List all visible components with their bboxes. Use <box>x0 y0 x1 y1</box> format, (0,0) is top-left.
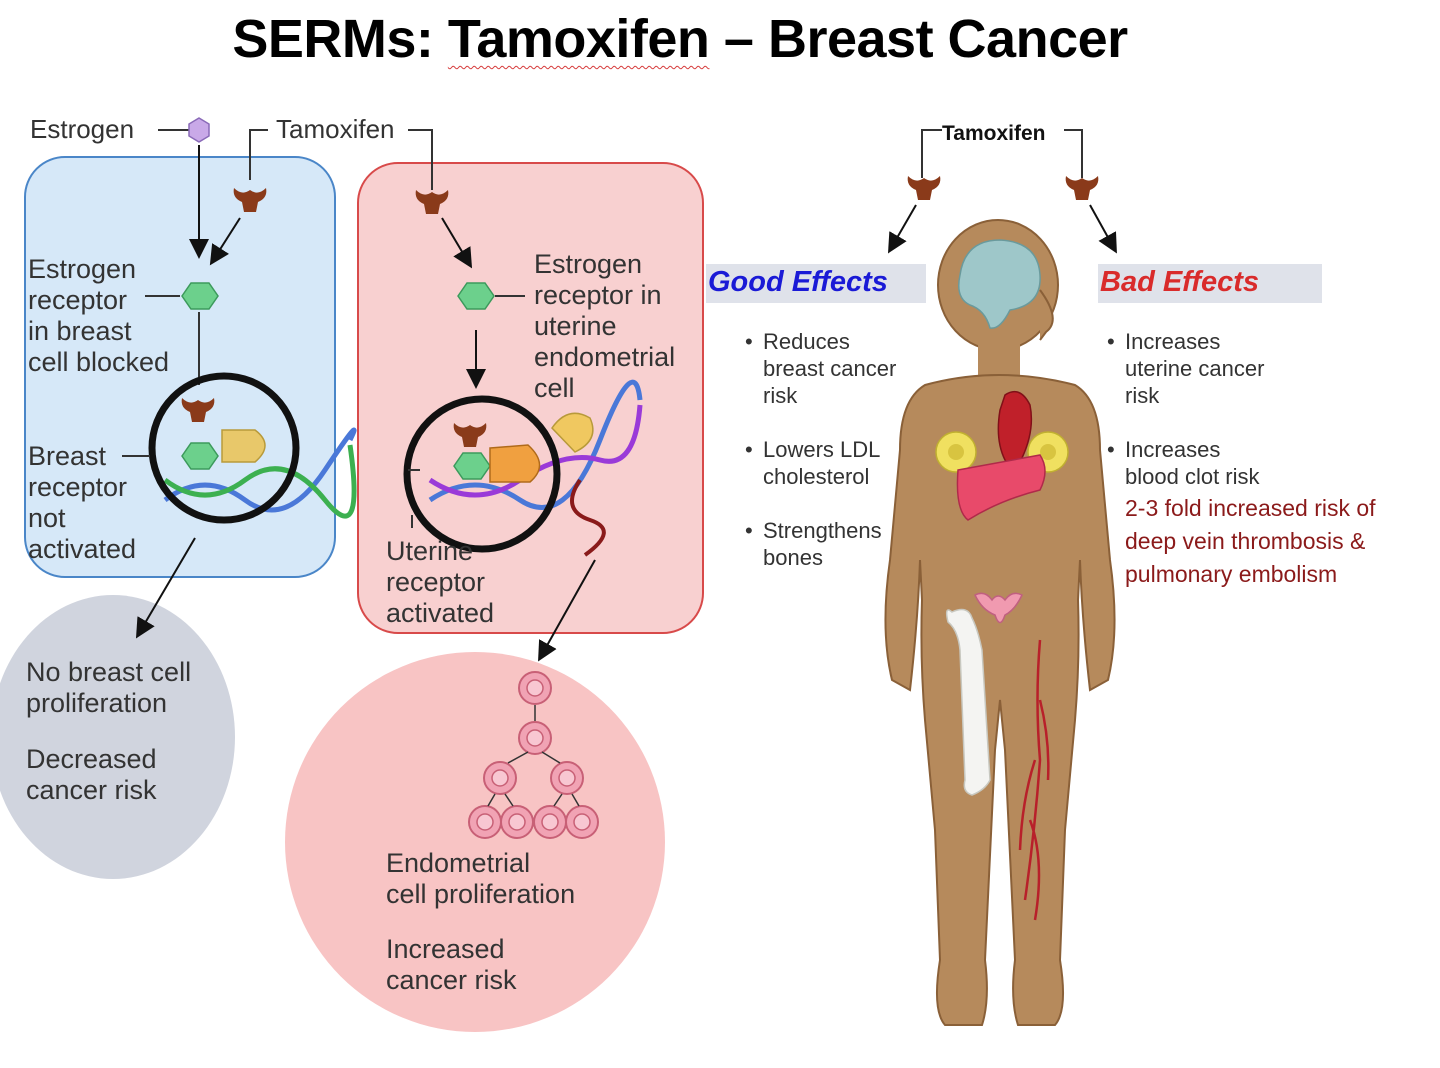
breast-risk-label: Decreased cancer risk <box>26 744 157 805</box>
body-tamoxifen-label: Tamoxifen <box>942 122 1046 145</box>
uterine-risk-label: Increased cancer risk <box>386 934 517 995</box>
tamoxifen-legend-label: Tamoxifen <box>276 114 395 144</box>
uterine-cell-box <box>357 162 704 634</box>
bad-effects-list: Increases uterine cancer risk Increases … <box>1107 328 1367 490</box>
good-effects-list: Reduces breast cancer risk Lowers LDL ch… <box>745 328 935 598</box>
human-body-figure <box>884 219 1116 1026</box>
breast-outcome-circle <box>0 595 235 879</box>
breast-receptor-icon <box>181 282 219 310</box>
proliferating-cells <box>468 671 599 839</box>
breast-focus-circle <box>148 372 300 524</box>
page-title: SERMs: Tamoxifen – Breast Cancer <box>232 9 1128 69</box>
uterine-receptor-label: Estrogen receptor in uterine endometrial… <box>534 249 676 403</box>
breast-state-label: Breast receptor not activated <box>28 441 137 564</box>
uterine-outcome-circle <box>285 652 665 1032</box>
uterine-state-label: Uterine receptor activated <box>386 536 495 628</box>
uterine-receptor-icon <box>457 282 495 310</box>
breast-outcome-label: No breast cell proliferation <box>26 657 192 718</box>
good-effect-item: Lowers LDL cholesterol <box>745 436 935 490</box>
uterine-focus-circle <box>403 395 561 553</box>
bad-effect-item: Increases uterine cancer risk <box>1107 328 1367 409</box>
estrogen-icon <box>188 117 210 143</box>
good-effect-item: Reduces breast cancer risk <box>745 328 935 409</box>
good-effect-item: Strengthens bones <box>745 517 935 571</box>
breast-receptor-label: Estrogen receptor in breast cell blocked <box>28 254 170 377</box>
uterine-outcome-label: Endometrial cell proliferation <box>386 848 576 909</box>
bad-effects-heading: Bad Effects <box>1098 264 1322 303</box>
blood-clot-note: 2-3 fold increased risk of deep vein thr… <box>1125 495 1376 587</box>
bad-effect-item: Increases blood clot risk <box>1107 436 1367 490</box>
good-effects-heading: Good Effects <box>706 264 926 303</box>
estrogen-legend-label: Estrogen <box>30 114 135 144</box>
